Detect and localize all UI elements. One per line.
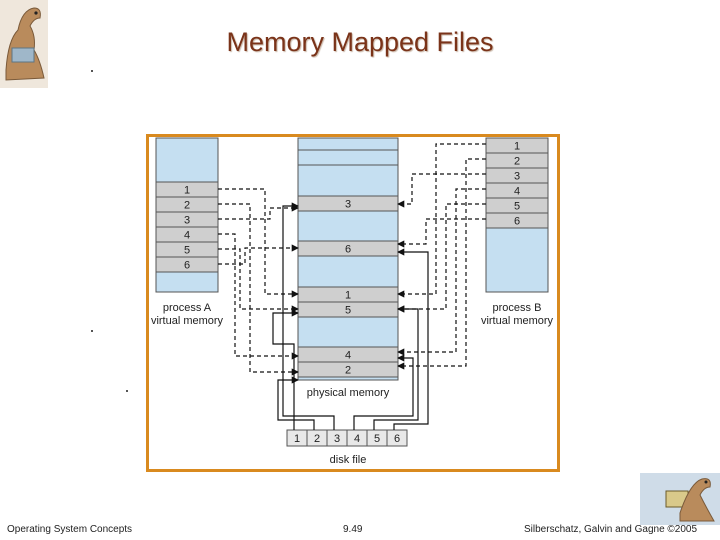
process-b-page-cell <box>485 212 549 229</box>
process-b-mapping-lines <box>397 143 486 370</box>
disk-file-label: disk file <box>330 454 367 466</box>
process-a-virtual-memory: 1 2 3 4 5 6 <box>155 137 219 293</box>
physical-memory-label: physical memory <box>307 387 390 399</box>
process-a-page-label: 5 <box>184 245 190 257</box>
physical-memory: 3 6 1 5 4 2 <box>297 137 399 381</box>
process-a-mapping-lines <box>218 188 299 376</box>
process-a-page-label: 4 <box>184 230 190 242</box>
process-a-page-label: 3 <box>184 215 190 227</box>
physical-frame-label: 5 <box>345 305 351 317</box>
process-b-label: process B <box>493 302 542 314</box>
disk-block-label: 3 <box>334 433 340 445</box>
process-b-page-label: 1 <box>514 141 520 153</box>
slide-title: Memory Mapped Files <box>226 27 494 57</box>
disk-block-label: 1 <box>294 433 300 445</box>
footer-course: Operating System Concepts <box>7 524 133 535</box>
disk-block-label: 6 <box>394 433 400 445</box>
physical-frame-label: 1 <box>345 290 351 302</box>
disk-block-cell <box>386 429 408 447</box>
disk-block-label: 4 <box>354 433 360 445</box>
process-a-page-label: 6 <box>184 260 190 272</box>
dinosaur-logo-bottom <box>640 473 720 525</box>
disk-block-label: 5 <box>374 433 380 445</box>
process-b-page-label: 3 <box>514 171 520 183</box>
footer-page-number: 9.49 <box>343 524 363 535</box>
process-a-page-label: 2 <box>184 200 190 212</box>
disk-file: 1 2 3 4 5 6 <box>286 429 408 447</box>
physical-frame-label: 6 <box>345 244 351 256</box>
process-b-sublabel: virtual memory <box>481 315 554 327</box>
process-b-page-label: 5 <box>514 201 520 213</box>
physical-frame-label: 3 <box>345 199 351 211</box>
process-a-sublabel: virtual memory <box>151 315 224 327</box>
stray-dot <box>91 70 93 72</box>
stray-dot <box>126 390 128 392</box>
physical-frame-label: 4 <box>345 350 351 362</box>
process-b-virtual-memory: 1 2 3 4 5 6 <box>485 137 549 293</box>
stray-dot <box>91 330 93 332</box>
physical-frame-label: 2 <box>345 365 351 377</box>
disk-block-label: 2 <box>314 433 320 445</box>
process-a-label: process A <box>163 302 212 314</box>
process-b-page-label: 4 <box>514 186 520 198</box>
footer-copyright: Silberschatz, Galvin and Gagne ©2005 <box>524 524 698 535</box>
process-a-page-label: 1 <box>184 185 190 197</box>
process-b-page-label: 6 <box>514 216 520 228</box>
process-b-page-label: 2 <box>514 156 520 168</box>
dinosaur-logo-top <box>0 0 48 88</box>
